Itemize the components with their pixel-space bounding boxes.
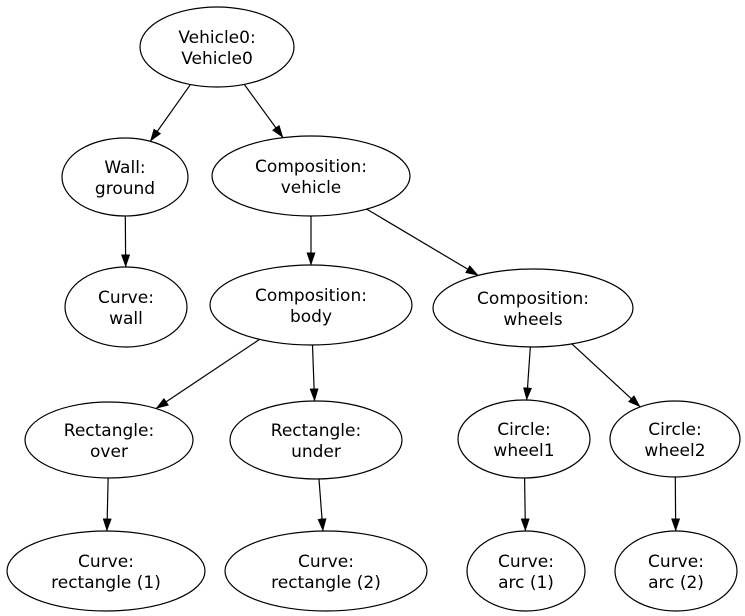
edge-rectangle-under-to-curve-rectangle-2: [317, 478, 327, 532]
node-label-line2: rectangle (1): [51, 573, 161, 593]
node-label-line1: Rectangle:: [271, 421, 361, 441]
edge-composition-body-to-rectangle-over: [155, 338, 260, 410]
node-rectangle-over: Rectangle:over: [24, 401, 194, 479]
node-circle-wheel1: Circle:wheel1: [457, 399, 591, 479]
node-label-line2: wheel1: [493, 441, 554, 461]
edge-composition-body-to-rectangle-under: [309, 344, 319, 402]
node-label-line1: Curve:: [498, 552, 554, 572]
edge-circle-wheel1-to-curve-arc-1: [520, 477, 530, 532]
node-wall-ground: Wall:ground: [61, 137, 189, 217]
node-label-line1: Wall:: [104, 158, 145, 178]
node-circle-wheel2: Circle:wheel2: [609, 400, 741, 478]
node-ellipse-rectangle-over: [24, 401, 194, 479]
node-ellipse-circle-wheel1: [457, 399, 591, 479]
node-curve-arc-2: Curve:arc (2): [614, 530, 738, 612]
edge-composition-vehicle-to-composition-wheels: [366, 208, 479, 276]
node-vehicle0: Vehicle0:Vehicle0: [139, 6, 295, 88]
edge-vehicle0-to-composition-vehicle: [243, 84, 284, 139]
node-rectangle-under: Rectangle:under: [229, 400, 403, 480]
node-label-line2: wheels: [503, 310, 562, 330]
node-ellipse-wall-ground: [61, 137, 189, 217]
node-ellipse-rectangle-under: [229, 400, 403, 480]
node-label-line2: over: [90, 442, 128, 462]
edge-composition-wheels-to-circle-wheel2: [571, 343, 641, 408]
node-label-line1: Curve:: [298, 552, 354, 572]
node-ellipse-curve-rectangle-1: [6, 530, 206, 612]
node-ellipse-vehicle0: [139, 6, 295, 88]
node-label-line2: arc (2): [648, 573, 704, 593]
node-label-line2: rectangle (2): [271, 573, 381, 593]
node-ellipse-curve-arc-1: [466, 530, 586, 612]
node-ellipse-circle-wheel2: [609, 400, 741, 478]
node-ellipse-composition-body: [209, 264, 413, 346]
node-label-line1: Composition:: [255, 286, 367, 306]
node-curve-rectangle-1: Curve:rectangle (1): [6, 530, 206, 612]
edges-layer: [102, 84, 681, 532]
node-composition-body: Composition:body: [209, 264, 413, 346]
node-label-line1: Rectangle:: [64, 421, 154, 441]
node-label-line2: wheel2: [644, 441, 705, 461]
node-ellipse-curve-wall: [64, 266, 188, 348]
node-label-line1: Curve:: [78, 552, 134, 572]
node-label-line2: arc (1): [498, 573, 554, 593]
edge-vehicle0-to-wall-ground: [149, 84, 191, 142]
nodes-layer: Vehicle0:Vehicle0Wall:groundComposition:…: [6, 6, 741, 612]
node-label-line1: Circle:: [648, 420, 701, 440]
node-label-line1: Circle:: [497, 420, 550, 440]
edge-rectangle-over-to-curve-rectangle-1: [102, 477, 112, 532]
node-label-line2: body: [290, 307, 332, 327]
node-ellipse-composition-wheels: [432, 268, 634, 348]
edge-composition-wheels-to-circle-wheel1: [523, 346, 533, 401]
node-curve-wall: Curve:wall: [64, 266, 188, 348]
node-ellipse-curve-arc-2: [614, 530, 738, 612]
node-label-line2: ground: [95, 179, 155, 199]
node-label-line2: under: [291, 442, 341, 462]
node-curve-rectangle-2: Curve:rectangle (2): [224, 530, 428, 612]
node-ellipse-composition-vehicle: [211, 135, 411, 217]
node-label-line1: Composition:: [255, 157, 367, 177]
node-label-line2: Vehicle0: [181, 49, 253, 69]
node-label-line1: Composition:: [477, 289, 589, 309]
node-label-line1: Curve:: [98, 288, 154, 308]
node-curve-arc-1: Curve:arc (1): [466, 530, 586, 612]
node-label-line2: vehicle: [281, 178, 342, 198]
node-label-line2: wall: [109, 309, 143, 329]
node-composition-vehicle: Composition:vehicle: [211, 135, 411, 217]
node-ellipse-curve-rectangle-2: [224, 530, 428, 612]
node-composition-wheels: Composition:wheels: [432, 268, 634, 348]
node-label-line1: Curve:: [648, 552, 704, 572]
node-label-line1: Vehicle0:: [178, 28, 255, 48]
